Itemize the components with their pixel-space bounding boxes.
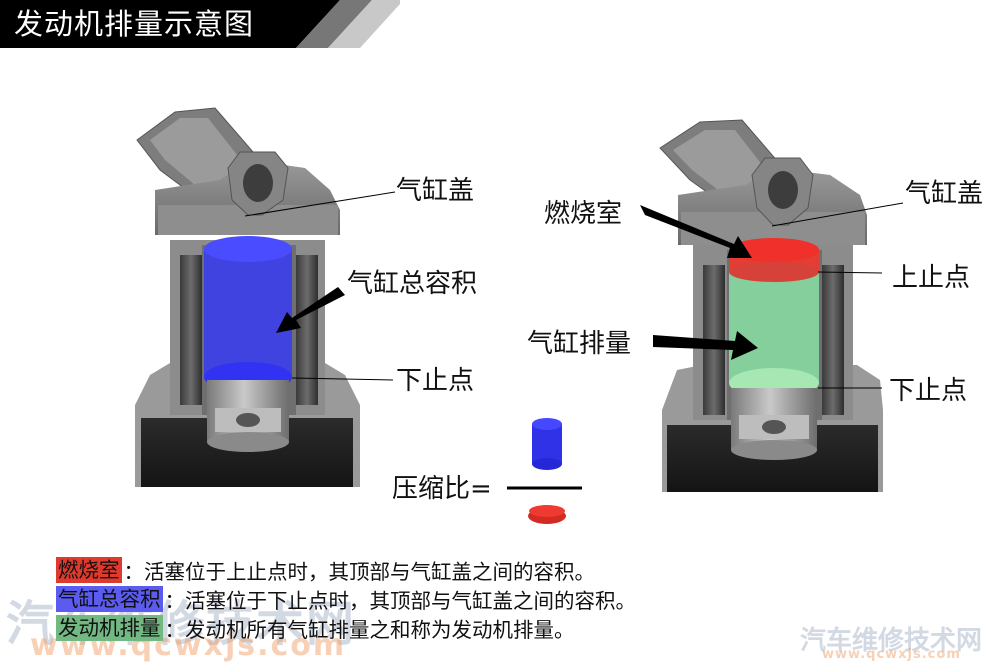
- right-label-bdc: 下止点: [889, 376, 968, 406]
- compression-ratio-label: 压缩比=: [392, 474, 492, 504]
- legend-key-total-volume: 气缸总容积: [56, 585, 163, 612]
- page-title: 发动机排量示意图: [14, 7, 255, 41]
- left-engine: [135, 107, 396, 487]
- left-label-bdc: 下止点: [396, 366, 475, 396]
- numerator-blue-cylinder: [532, 418, 562, 470]
- legend-row-combustion-chamber: 燃烧室 ：活塞位于上止点时，其顶部与气缸盖之间的容积。: [56, 555, 636, 584]
- legend-key-engine-displacement: 发动机排量: [56, 614, 163, 641]
- right-label-combustion-chamber: 燃烧室: [544, 199, 623, 229]
- legend-desc-engine-displacement: ：发动机所有气缸排量之和称为发动机排量。: [164, 617, 575, 642]
- left-label-total-volume: 气缸总容积: [347, 269, 478, 299]
- right-engine: [640, 119, 904, 492]
- legend-desc-combustion-chamber: ：活塞位于上止点时，其顶部与气缸盖之间的容积。: [123, 559, 596, 584]
- legend-desc-total-volume: ：活塞位于下止点时，其顶部与气缸盖之间的容积。: [164, 588, 637, 613]
- legend-row-total-volume: 气缸总容积 ：活塞位于下止点时，其顶部与气缸盖之间的容积。: [56, 584, 636, 613]
- legend-key-combustion-chamber: 燃烧室: [56, 556, 122, 583]
- legend-row-engine-displacement: 发动机排量 ：发动机所有气缸排量之和称为发动机排量。: [56, 613, 636, 642]
- right-label-tdc: 上止点: [892, 263, 971, 293]
- title-bar: 发动机排量示意图: [0, 0, 400, 48]
- watermark-url-right: www.qcwxjs.com: [822, 647, 961, 662]
- definitions-legend: 燃烧室 ：活塞位于上止点时，其顶部与气缸盖之间的容积。 气缸总容积 ：活塞位于下…: [56, 555, 636, 642]
- title-bar-background: [0, 0, 400, 48]
- right-label-displacement: 气缸排量: [527, 329, 632, 359]
- watermark-site-name-right: 汽车维修技术网: [800, 626, 983, 656]
- denominator-red-disc: [528, 505, 566, 524]
- left-label-cylinder-head: 气缸盖: [396, 176, 475, 206]
- compression-ratio-formula: [507, 418, 582, 524]
- right-label-cylinder-head: 气缸盖: [905, 179, 984, 209]
